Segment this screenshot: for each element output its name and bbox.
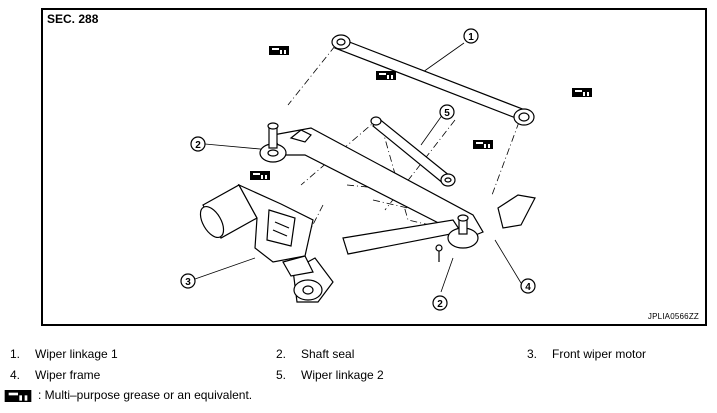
callout-1: 1 (468, 32, 474, 43)
callout-4: 4 (525, 282, 531, 293)
callout-3: 3 (185, 277, 191, 288)
grease-symbol-icon (4, 390, 32, 402)
legend-number: 3. (527, 347, 538, 361)
callout-2-left: 2 (195, 140, 201, 151)
figure-id: JPLIA0566ZZ (647, 312, 699, 321)
legend-number: 2. (276, 347, 287, 361)
pivot-left (259, 122, 287, 163)
front-wiper-motor (199, 183, 314, 277)
pivot-right (435, 214, 479, 262)
callout-2-right: 2 (437, 299, 443, 310)
callout-circles (180, 28, 536, 311)
legend-label: Front wiper motor (552, 347, 647, 361)
diagram-frame: SEC. 288 JPLIA0566ZZ (41, 8, 707, 326)
legend-number: 1. (10, 347, 21, 361)
legend-number: 5. (276, 368, 287, 382)
wiper-linkage-1 (331, 34, 535, 126)
legend-label: Wiper frame (35, 368, 101, 382)
legend-number: 4. (10, 368, 21, 382)
section-label: SEC. 288 (47, 12, 99, 26)
leader-lines (194, 42, 522, 293)
wiper-frame (272, 127, 536, 303)
callout-5: 5 (444, 108, 450, 119)
legend-label: Wiper linkage 1 (35, 347, 118, 361)
wiper-assembly-drawing: 1 2 2 3 4 5 (180, 28, 592, 311)
legend-label: Wiper linkage 2 (301, 368, 384, 382)
legend-label: Shaft seal (301, 347, 355, 361)
wiper-linkage-2 (370, 116, 456, 187)
grease-note-text: : Multi–purpose grease or an equivalent. (38, 388, 253, 402)
